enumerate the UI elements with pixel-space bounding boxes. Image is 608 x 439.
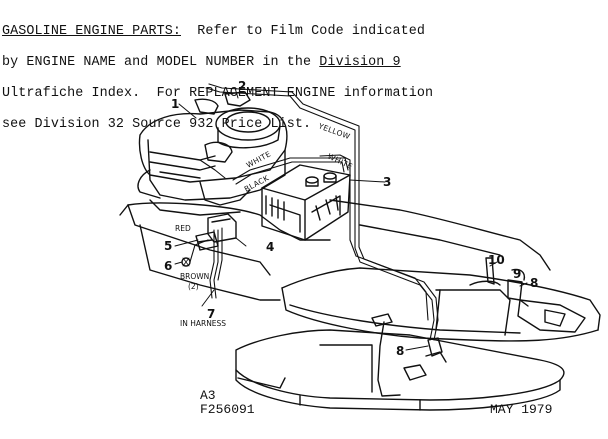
note-line-1: Refer to Film Code indicated [181, 23, 426, 39]
callout-10: 10 [488, 253, 505, 267]
diagram-date: MAY 1979 [490, 402, 552, 417]
film-code-a: A3 [200, 388, 216, 403]
label-brown-qty: (2) [188, 282, 199, 291]
mower-deck [235, 329, 565, 411]
label-red: RED [175, 224, 191, 233]
label-brown: BROWN [180, 272, 209, 281]
battery [261, 164, 351, 241]
label-yellow: YELLOW [316, 121, 351, 141]
callout-7: 7 [207, 307, 215, 321]
solenoid-block [195, 213, 237, 251]
division-reference: Division 9 [319, 54, 401, 70]
callout-8-lower: 8 [396, 344, 404, 358]
callout-4: 4 [266, 240, 274, 254]
callout-3: 3 [383, 175, 391, 189]
engine [137, 91, 288, 216]
note-line-4: see Division 32 Source 932 Price List. [2, 116, 312, 132]
callout-9: 9 [513, 267, 521, 281]
wiring-harness [189, 83, 439, 341]
callout-1: 1 [171, 97, 179, 111]
film-code-b: F256091 [200, 402, 255, 417]
note-line-3: Ultrafiche Index. For REPLACEMENT ENGINE… [2, 85, 434, 101]
label-in-harness: IN HARNESS [180, 319, 226, 328]
callout-2: 2 [238, 79, 246, 93]
note-line-2a: by ENGINE NAME and MODEL NUMBER in the [2, 54, 320, 70]
wire-labels: YELLOW WHITE WHITE BLACK RED BROWN (2) I… [175, 121, 354, 328]
callout-6: 6 [164, 259, 172, 273]
note-heading: GASOLINE ENGINE PARTS: [2, 23, 181, 39]
label-white-lower: WHITE [245, 149, 273, 169]
callout-numbers: 1 2 3 4 5 6 7 8 8 9 10 [164, 79, 538, 358]
footer: A3 F256091 MAY 1979 [200, 388, 552, 417]
leader-lines [174, 87, 528, 351]
parts-note: GASOLINE ENGINE PARTS: Refer to Film Cod… [2, 8, 606, 148]
callout-8-upper: 8 [530, 276, 538, 290]
tractor-frame [119, 199, 601, 342]
callout-5: 5 [164, 239, 172, 253]
switch-components [181, 257, 529, 397]
